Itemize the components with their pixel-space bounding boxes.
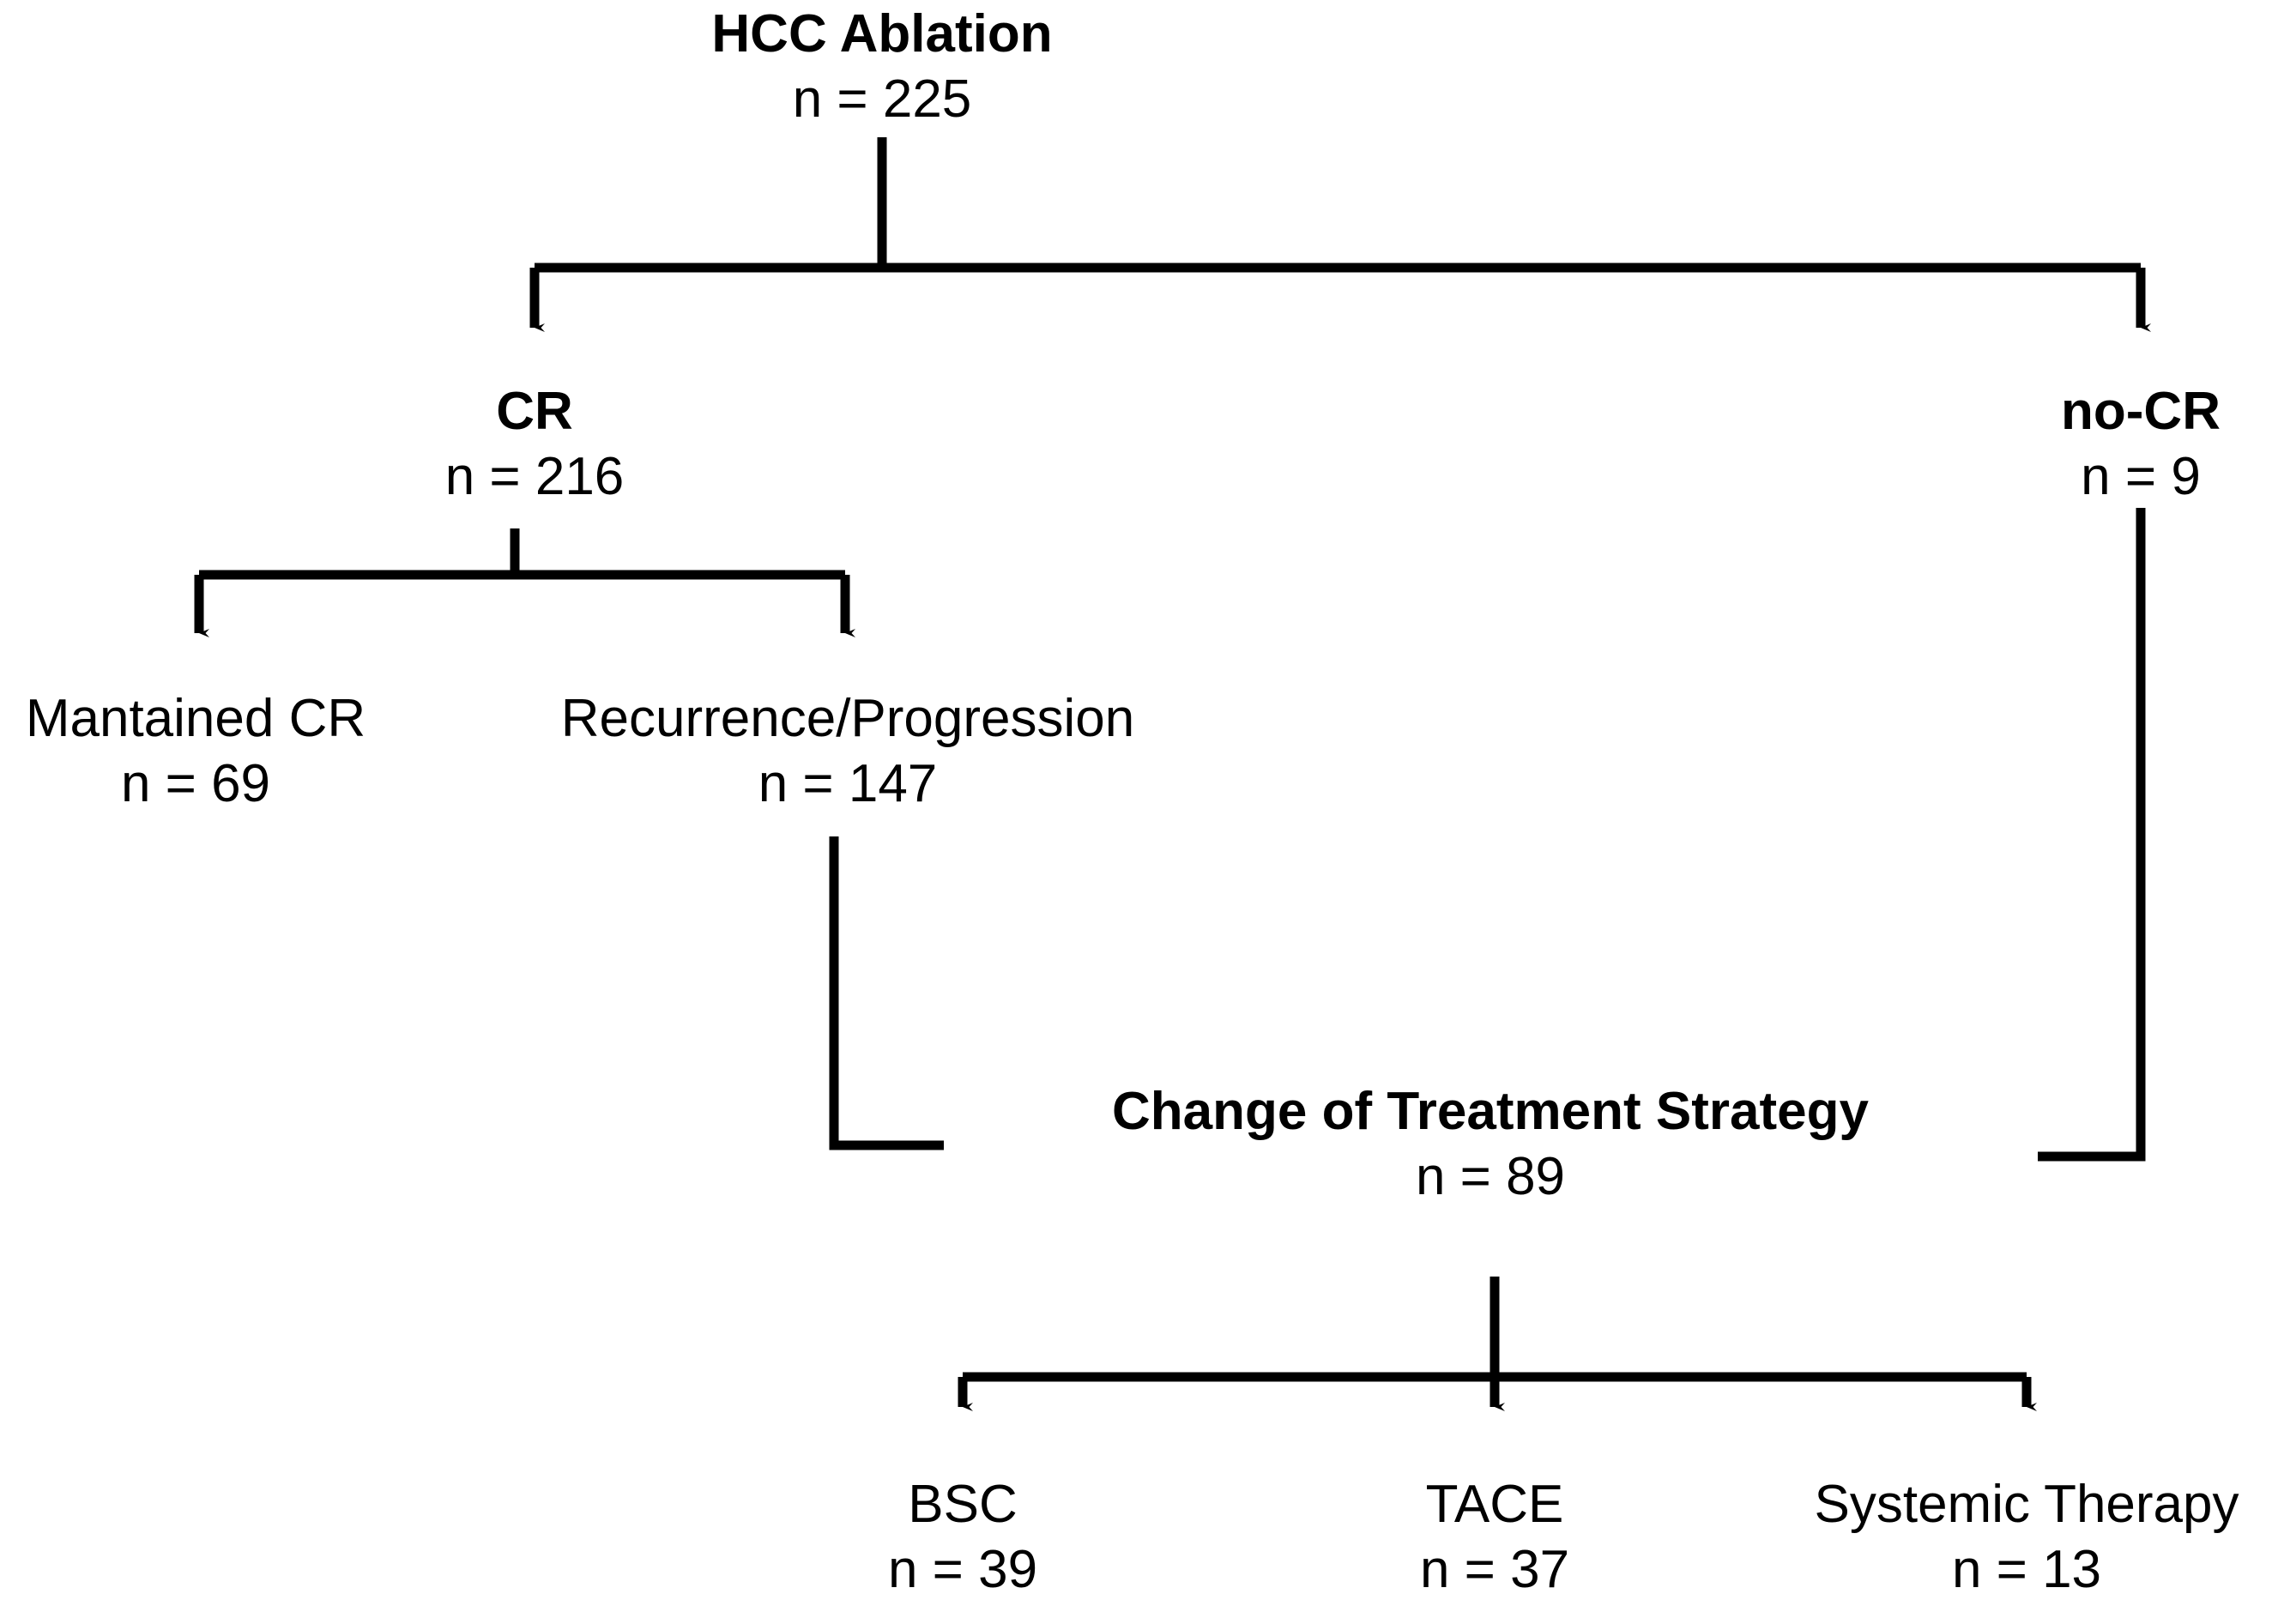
node-cr-label: CR — [496, 382, 573, 441]
node-change-of-treatment-strategy: Change of Treatment Strategy n = 89 — [1112, 1079, 1869, 1209]
node-hcc-ablation: HCC Ablation n = 225 — [711, 2, 1052, 131]
node-mantained-cr: Mantained CR n = 69 — [26, 686, 366, 816]
node-bsc-count: n = 39 — [887, 1539, 1038, 1599]
node-mantained-cr-count: n = 69 — [120, 753, 271, 813]
node-recurrence-progression: Recurrence/Progression n = 147 — [561, 686, 1135, 816]
node-change-of-treatment-strategy-label: Change of Treatment Strategy — [1112, 1082, 1869, 1141]
node-no-cr: no-CR n = 9 — [2061, 379, 2221, 509]
node-cr: CR n = 216 — [445, 379, 625, 509]
node-change-of-treatment-strategy-count: n = 89 — [1415, 1146, 1566, 1206]
node-systemic-therapy-count: n = 13 — [1951, 1539, 2102, 1599]
node-recurrence-progression-count: n = 147 — [758, 753, 938, 813]
node-hcc-ablation-count: n = 225 — [792, 69, 972, 129]
edge-nocr-to-change — [2038, 508, 2146, 1162]
node-hcc-ablation-label: HCC Ablation — [711, 4, 1053, 63]
node-cr-count: n = 216 — [444, 446, 625, 506]
node-bsc: BSC n = 39 — [888, 1472, 1037, 1602]
node-recurrence-progression-label: Recurrence/Progression — [560, 689, 1135, 748]
node-tace: TACE n = 37 — [1420, 1472, 1569, 1602]
edge-recurrence-to-change — [829, 836, 944, 1150]
node-tace-count: n = 37 — [1419, 1539, 1570, 1599]
node-mantained-cr-label: Mantained CR — [25, 689, 366, 748]
node-systemic-therapy-label: Systemic Therapy — [1814, 1475, 2239, 1534]
node-no-cr-count: n = 9 — [2081, 446, 2201, 506]
node-systemic-therapy: Systemic Therapy n = 13 — [1814, 1472, 2239, 1602]
node-no-cr-label: no-CR — [2061, 382, 2221, 441]
node-bsc-label: BSC — [908, 1475, 1018, 1534]
node-tace-label: TACE — [1425, 1475, 1564, 1534]
